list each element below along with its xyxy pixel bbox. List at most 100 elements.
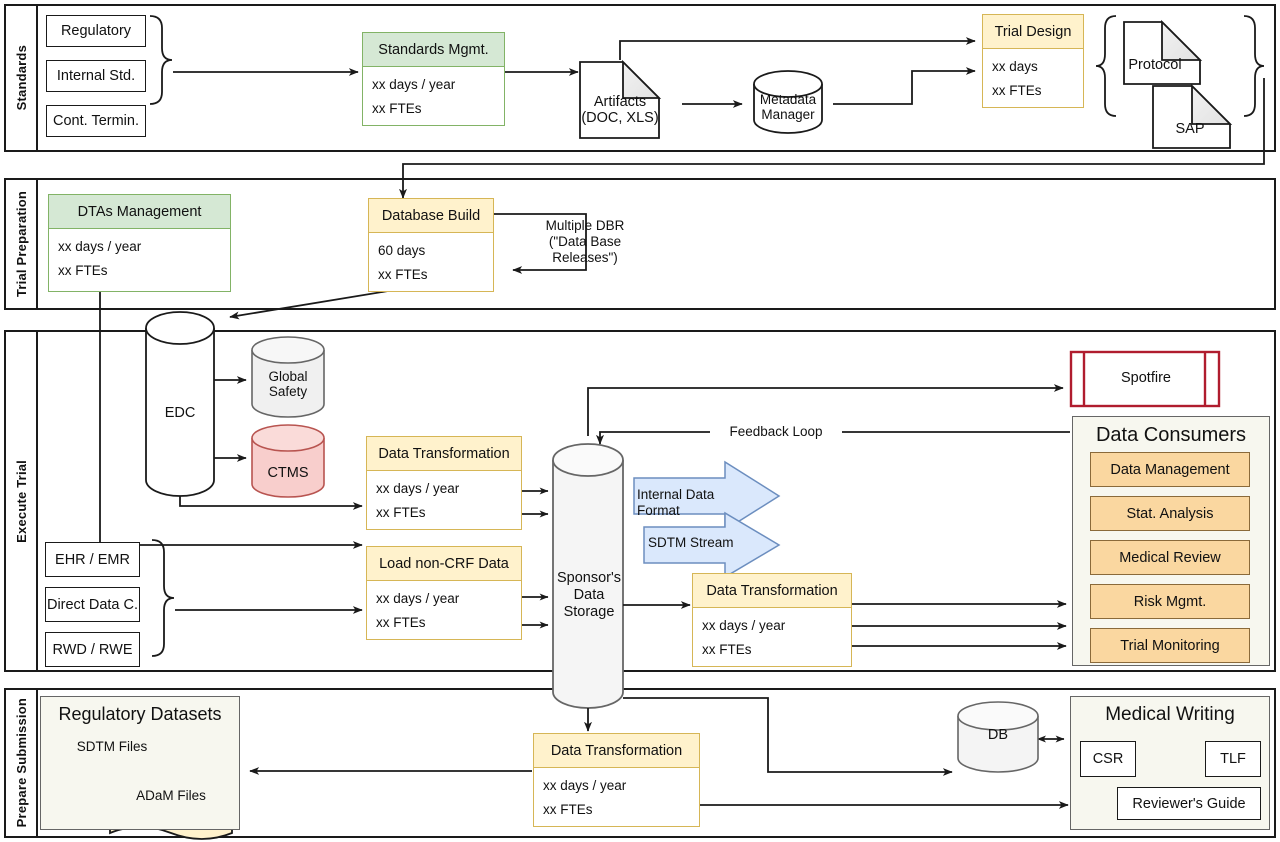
execute-data-transformation-line2: xx FTEs bbox=[376, 505, 426, 521]
feedback-loop-text: Feedback Loop bbox=[729, 424, 823, 439]
execute-data-transformation-body: xx days / year xx FTEs bbox=[367, 471, 521, 530]
standards-mgmt-title: Standards Mgmt. bbox=[363, 33, 504, 67]
standards-input-internal-std[interactable]: Internal Std. bbox=[46, 60, 146, 92]
standards-input-cont-termin[interactable]: Cont. Termin. bbox=[46, 105, 146, 137]
ctms-label: CTMS bbox=[252, 465, 324, 482]
global-safety-line1: Global bbox=[268, 369, 308, 384]
spotfire-text: Spotfire bbox=[1121, 370, 1171, 386]
lane-prepare-submission-label: Prepare Submission bbox=[13, 698, 29, 828]
lane-trial-preparation-label: Trial Preparation bbox=[13, 191, 29, 297]
multiple-dbr-line2: ("Data Base bbox=[548, 233, 622, 249]
data-consumer-risk-mgmt-label: Risk Mgmt. bbox=[1133, 593, 1207, 610]
execute-data-transformation-box[interactable]: Data Transformation xx days / year xx FT… bbox=[366, 436, 522, 530]
global-safety-label: Global Safety bbox=[250, 369, 326, 400]
sap-label: SAP bbox=[1160, 121, 1220, 138]
sponsors-storage-line1: Sponsor's bbox=[556, 570, 622, 586]
database-build-title: Database Build bbox=[369, 199, 493, 233]
standards-input-cont-termin-label: Cont. Termin. bbox=[53, 113, 139, 129]
submission-data-transformation-body: xx days / year xx FTEs bbox=[534, 768, 699, 827]
load-non-crf-line1: xx days / year bbox=[376, 591, 460, 606]
protocol-text: Protocol bbox=[1128, 57, 1182, 73]
standards-input-internal-std-label: Internal Std. bbox=[56, 68, 136, 84]
lane-standards-header: Standards bbox=[6, 6, 38, 150]
standards-input-regulatory[interactable]: Regulatory bbox=[46, 15, 146, 47]
submission-data-transformation-title: Data Transformation bbox=[534, 734, 699, 768]
multiple-dbr-line1: Multiple DBR bbox=[545, 218, 625, 233]
submission-data-transformation-line2: xx FTEs bbox=[543, 802, 593, 818]
submission-data-transformation-line1: xx days / year bbox=[543, 778, 627, 793]
lane-execute-trial-label: Execute Trial bbox=[13, 459, 29, 543]
sponsors-storage-label: Sponsor's Data Storage bbox=[550, 570, 628, 621]
standards-mgmt-body: xx days / year xx FTEs bbox=[363, 67, 504, 126]
medical-writing-tlf[interactable]: TLF bbox=[1205, 741, 1261, 777]
internal-data-format-text: Internal Data Format bbox=[637, 487, 715, 518]
dtas-management-line1: xx days / year bbox=[58, 239, 142, 254]
artifacts-label: Artifacts (DOC, XLS) bbox=[576, 94, 664, 127]
metadata-manager-line2: Manager bbox=[761, 106, 815, 122]
dtas-management-box[interactable]: DTAs Management xx days / year xx FTEs bbox=[48, 194, 231, 292]
execute-data-transformation2-title: Data Transformation bbox=[693, 574, 851, 608]
data-consumer-data-management[interactable]: Data Management bbox=[1090, 452, 1250, 487]
dtas-management-body: xx days / year xx FTEs bbox=[49, 229, 230, 288]
load-non-crf-body: xx days / year xx FTEs bbox=[367, 581, 521, 640]
lane-standards: Standards bbox=[4, 4, 1276, 152]
trial-design-box[interactable]: Trial Design xx days xx FTEs bbox=[982, 14, 1084, 108]
db-text: DB bbox=[987, 727, 1009, 743]
trial-design-line1: xx days bbox=[992, 59, 1038, 74]
edc-label: EDC bbox=[150, 405, 210, 422]
internal-data-format-label: Internal Data Format bbox=[637, 487, 757, 519]
load-non-crf-box[interactable]: Load non-CRF Data xx days / year xx FTEs bbox=[366, 546, 522, 640]
multiple-dbr-note: Multiple DBR ("Data Base Releases") bbox=[520, 218, 650, 266]
dtas-management-line2: xx FTEs bbox=[58, 263, 108, 279]
ctms-text: CTMS bbox=[267, 465, 309, 481]
execute-data-transformation2-box[interactable]: Data Transformation xx days / year xx FT… bbox=[692, 573, 852, 667]
artifacts-line2: (DOC, XLS) bbox=[581, 109, 659, 126]
regulatory-datasets-title: Regulatory Datasets bbox=[58, 704, 222, 724]
protocol-label: Protocol bbox=[1124, 57, 1186, 74]
data-consumers-title: Data Consumers bbox=[1095, 424, 1247, 446]
sponsors-storage-line3: Storage bbox=[563, 604, 615, 621]
medical-writing-reviewers-guide[interactable]: Reviewer's Guide bbox=[1117, 787, 1261, 820]
data-consumer-stat-analysis-label: Stat. Analysis bbox=[1126, 505, 1214, 522]
source-ehr-emr-label: EHR / EMR bbox=[55, 551, 130, 568]
data-consumer-trial-monitoring-label: Trial Monitoring bbox=[1120, 637, 1220, 654]
data-consumer-stat-analysis[interactable]: Stat. Analysis bbox=[1090, 496, 1250, 531]
data-consumer-data-management-label: Data Management bbox=[1110, 461, 1230, 478]
database-build-body: 60 days xx FTEs bbox=[369, 233, 493, 292]
database-build-line1: 60 days bbox=[378, 243, 426, 258]
medical-writing-csr[interactable]: CSR bbox=[1080, 741, 1136, 777]
load-non-crf-line2: xx FTEs bbox=[376, 615, 426, 631]
metadata-manager-label: Metadata Manager bbox=[744, 92, 832, 123]
database-build-line2: xx FTEs bbox=[378, 267, 428, 283]
medical-writing-csr-label: CSR bbox=[1092, 751, 1124, 767]
lane-execute-trial-header: Execute Trial bbox=[6, 332, 38, 670]
sdtm-files-label[interactable]: SDTM Files bbox=[56, 739, 168, 755]
medical-writing-reviewers-guide-label: Reviewer's Guide bbox=[1132, 795, 1246, 812]
trial-design-line2: xx FTEs bbox=[992, 83, 1042, 99]
adam-files-label[interactable]: ADaM Files bbox=[114, 788, 228, 804]
medical-writing-title: Medical Writing bbox=[1105, 704, 1235, 725]
trial-design-title: Trial Design bbox=[983, 15, 1083, 49]
data-consumer-medical-review[interactable]: Medical Review bbox=[1090, 540, 1250, 575]
data-consumer-trial-monitoring[interactable]: Trial Monitoring bbox=[1090, 628, 1250, 663]
source-direct-data-c[interactable]: Direct Data C. bbox=[45, 587, 140, 622]
execute-data-transformation2-line2: xx FTEs bbox=[702, 642, 752, 658]
standards-mgmt-box[interactable]: Standards Mgmt. xx days / year xx FTEs bbox=[362, 32, 505, 126]
multiple-dbr-line3: Releases") bbox=[552, 249, 618, 265]
source-ehr-emr[interactable]: EHR / EMR bbox=[45, 542, 140, 577]
spotfire-label[interactable]: Spotfire bbox=[1090, 370, 1202, 387]
edc-text: EDC bbox=[164, 405, 196, 421]
database-build-box[interactable]: Database Build 60 days xx FTEs bbox=[368, 198, 494, 292]
artifacts-line1: Artifacts bbox=[593, 94, 647, 110]
regulatory-datasets-panel: Regulatory Datasets bbox=[40, 696, 240, 830]
submission-data-transformation-box[interactable]: Data Transformation xx days / year xx FT… bbox=[533, 733, 700, 827]
trial-design-body: xx days xx FTEs bbox=[983, 49, 1083, 108]
load-non-crf-title: Load non-CRF Data bbox=[367, 547, 521, 581]
medical-writing-tlf-label: TLF bbox=[1220, 751, 1246, 767]
source-rwd-rwe[interactable]: RWD / RWE bbox=[45, 632, 140, 667]
lane-standards-label: Standards bbox=[13, 45, 29, 111]
metadata-manager-line1: Metadata bbox=[759, 92, 817, 107]
execute-data-transformation-title: Data Transformation bbox=[367, 437, 521, 471]
data-consumer-risk-mgmt[interactable]: Risk Mgmt. bbox=[1090, 584, 1250, 619]
sap-text: SAP bbox=[1175, 121, 1205, 137]
